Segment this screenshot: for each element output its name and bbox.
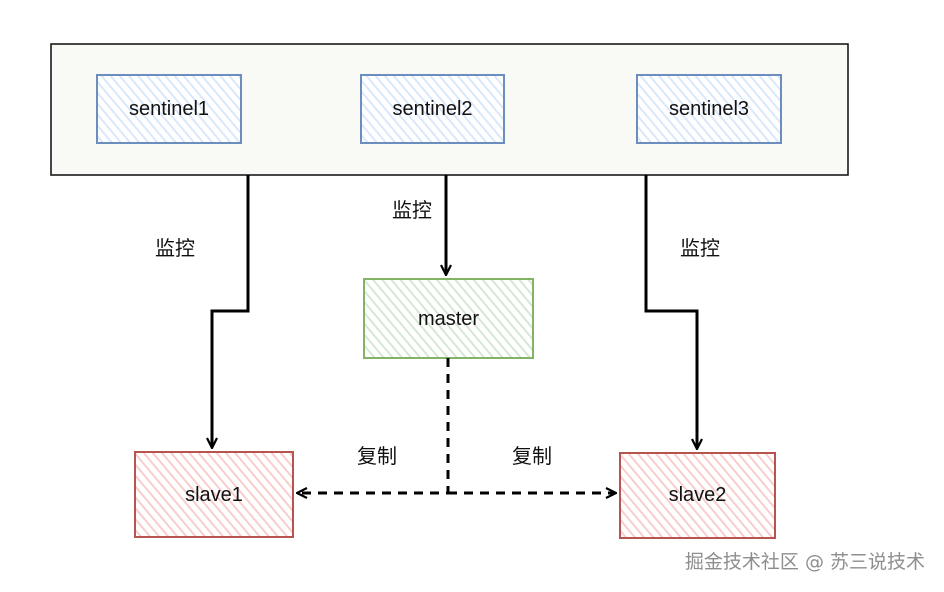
sentinel2-box: [360, 74, 505, 144]
sentinel3-label: sentinel3: [669, 98, 749, 120]
sentinel3-box: [636, 74, 782, 144]
sentinel-cluster: sentinel1 sentinel2 sentinel3: [50, 43, 849, 176]
sentinel1-label: sentinel1: [129, 98, 209, 120]
slave2-label: slave2: [669, 484, 727, 506]
monitor-edge-sentinel3-slave2: [644, 175, 697, 448]
replicate-label-left: 复制: [357, 444, 397, 468]
slave2-box: [619, 452, 776, 539]
sentinel1-box: [96, 74, 242, 144]
master-node: master: [363, 278, 534, 359]
slave1-label: slave1: [185, 484, 243, 506]
sentinel2-node: sentinel2: [360, 74, 505, 144]
monitor-label-right: 监控: [680, 236, 720, 260]
monitor-edge-sentinel1-slave1: [212, 175, 250, 447]
sentinel3-node: sentinel3: [636, 74, 782, 144]
sentinel2-label: sentinel2: [392, 98, 472, 120]
sentinel1-node: sentinel1: [96, 74, 242, 144]
master-label: master: [418, 308, 479, 330]
slave1-node: slave1: [134, 451, 294, 538]
replicate-label-right: 复制: [512, 444, 552, 468]
watermark-text: 掘金技术社区 @ 苏三说技术: [685, 551, 925, 573]
replicate-edge-master-slave1: [298, 358, 450, 493]
slave2-node: slave2: [619, 452, 776, 539]
monitor-label-center: 监控: [392, 198, 432, 222]
slave1-box: [134, 451, 294, 538]
monitor-label-left: 监控: [155, 236, 195, 260]
